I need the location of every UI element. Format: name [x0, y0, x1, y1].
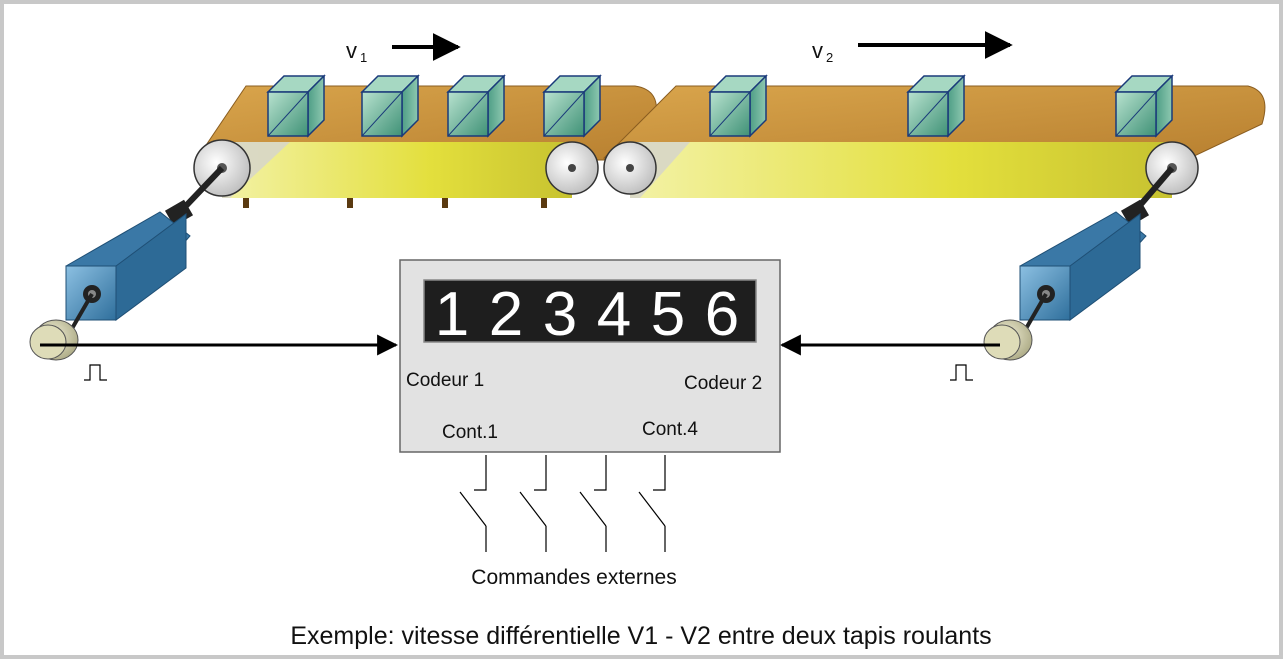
box: [708, 74, 768, 138]
pulse-icon-2: [950, 364, 973, 381]
box: [266, 74, 326, 138]
encoder-2: [950, 292, 1048, 381]
v1-label: v: [346, 38, 357, 63]
counter-digit: 5: [651, 280, 685, 349]
counter-digit: 6: [705, 280, 739, 349]
cont1-label: Cont.1: [442, 422, 498, 443]
external-commands-label: Commandes externes: [471, 566, 676, 589]
counter-digit: 4: [597, 280, 631, 349]
switch: [638, 455, 666, 552]
speed-label-v2: v 2: [812, 31, 1013, 65]
counter-digit: 2: [489, 280, 523, 349]
v2-subscript: 2: [826, 50, 833, 65]
v1-subscript: 1: [360, 50, 367, 65]
pulse-icon-1: [84, 364, 107, 381]
encoder-1: [29, 292, 107, 381]
box: [1114, 74, 1174, 138]
cont4-label: Cont.4: [642, 419, 698, 440]
box: [360, 74, 420, 138]
switch: [519, 455, 547, 552]
conveyor-2: [602, 85, 1266, 198]
v2-label: v: [812, 38, 823, 63]
motor-2: [1019, 166, 1175, 321]
counter-display: [423, 279, 757, 343]
encoder2-label: Codeur 2: [684, 373, 762, 394]
encoder1-label: Codeur 1: [406, 370, 484, 391]
counter-digit: 3: [543, 280, 577, 349]
box: [542, 74, 602, 138]
box: [446, 74, 506, 138]
external-switches: [459, 455, 666, 552]
caption: Exemple: vitesse différentielle V1 - V2 …: [290, 622, 991, 650]
switch: [459, 455, 487, 552]
switch: [579, 455, 607, 552]
counter-digit: 1: [435, 280, 469, 349]
boxes: [266, 74, 1174, 138]
box: [906, 74, 966, 138]
speed-label-v1: v 1: [346, 33, 461, 65]
